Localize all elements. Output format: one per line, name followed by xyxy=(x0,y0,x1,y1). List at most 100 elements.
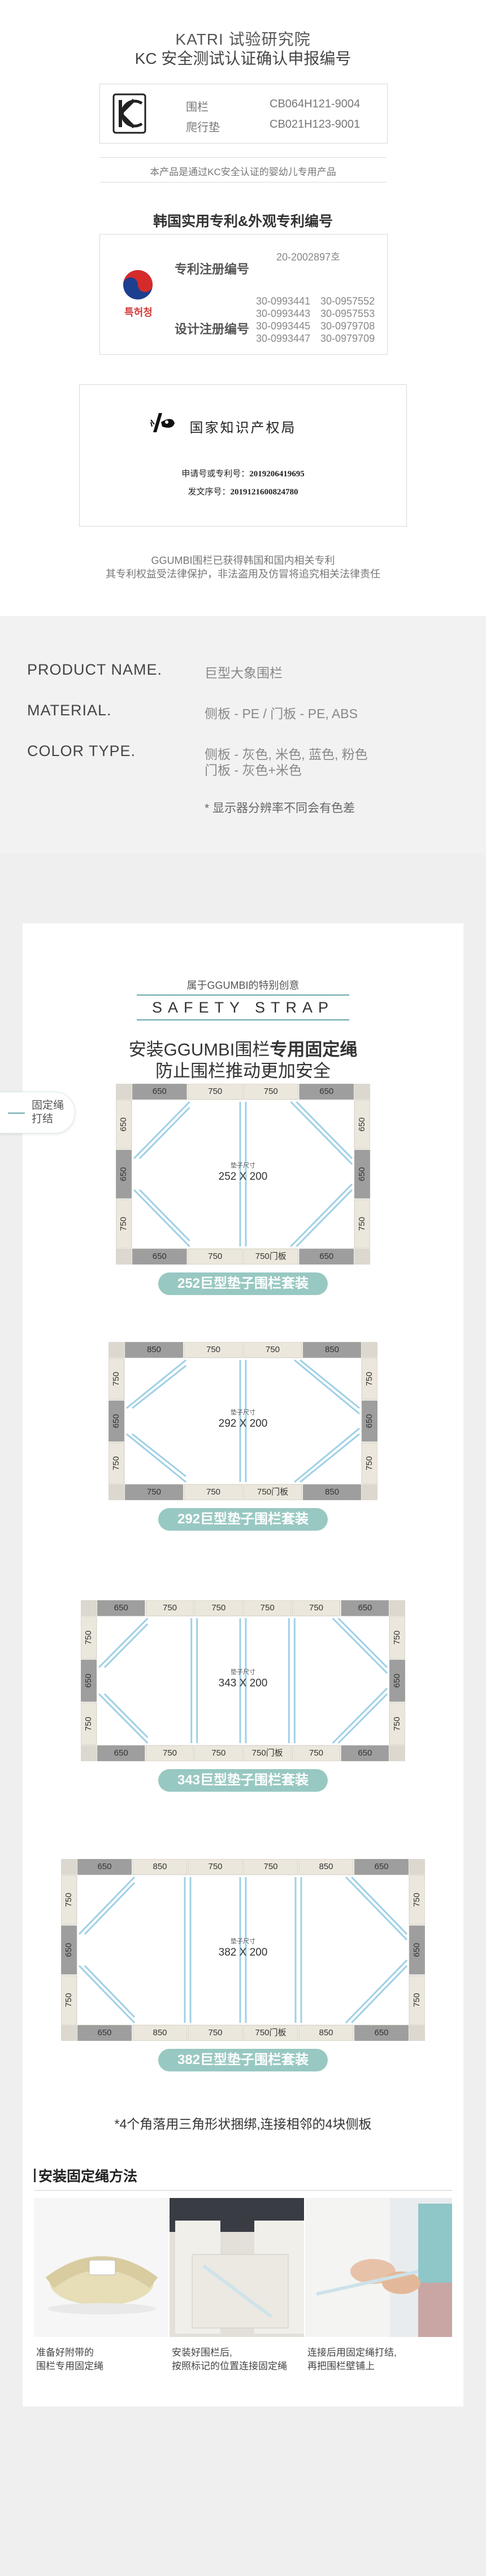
bottom-panel xyxy=(188,1248,243,1265)
kipo-taegeuk-icon xyxy=(123,270,153,299)
strap-diagonal xyxy=(84,1882,136,1935)
corner-block xyxy=(116,1084,132,1100)
step-caption-1: 准备好附带的围栏专用固定绳 xyxy=(36,2346,103,2373)
corner-block xyxy=(61,1859,77,1875)
panel-size-label: 750 xyxy=(263,1862,277,1871)
top-panel xyxy=(188,1083,243,1100)
strap-diagonal xyxy=(132,1433,186,1478)
mat-size-value: 343 X 200 xyxy=(219,1678,268,1689)
panel-size-label: 750 xyxy=(119,1217,128,1231)
bottom-panel xyxy=(298,2025,354,2041)
cn-application-value: 2019206419695 xyxy=(249,470,305,479)
panel-size-label: 850 xyxy=(153,1862,167,1871)
knot-tab-label: 固定绳打结 xyxy=(32,1099,64,1126)
strap-diagonal xyxy=(132,1365,186,1409)
strap-diagonal xyxy=(337,1617,388,1669)
safety-title: SAFETY STRAP xyxy=(137,994,349,1020)
strap-diagonal xyxy=(84,1965,136,2018)
strap-diagonal xyxy=(290,1183,353,1248)
top-panel xyxy=(124,1341,184,1358)
bottom-panel xyxy=(194,1745,243,1762)
corner-block xyxy=(389,1745,405,1761)
corner-block xyxy=(81,1600,97,1616)
safety-subtitle: 属于GGUMBI的特别创意 xyxy=(186,980,300,991)
knot-side-tab[interactable]: 固定绳打结 xyxy=(0,1092,75,1133)
left-panel xyxy=(60,1975,77,2025)
corner-block xyxy=(362,1484,377,1500)
set-name-pill: 252巨型垫子围栏套装 xyxy=(158,1272,328,1295)
top-panel xyxy=(292,1600,340,1617)
product-name-label: PRODUCT NAME. xyxy=(27,661,163,678)
panel-size-label: 750 xyxy=(266,1345,280,1354)
design-number: 30-0979708 xyxy=(320,320,375,332)
cn-application-label: 申请号或专利号： xyxy=(181,470,250,479)
strap-diagonal xyxy=(98,1617,149,1669)
design-number: 30-0993441 xyxy=(256,296,311,307)
panel-size-label: 650 xyxy=(358,1603,372,1613)
step-caption-line: 围栏专用固定绳 xyxy=(36,2361,103,2371)
strap-diagonal xyxy=(345,1876,408,1941)
step-caption-line: 连接后用固定绳打结, xyxy=(307,2347,397,2358)
top-panel xyxy=(298,1858,354,1875)
color-value-1: 侧板 - 灰色, 米色, 蓝色, 粉色 xyxy=(205,747,368,762)
top-panel xyxy=(341,1600,389,1617)
panel-size-label: 850 xyxy=(325,1487,339,1497)
strap-diagonal xyxy=(300,1433,360,1483)
bottom-panel xyxy=(184,1484,243,1501)
right-panel xyxy=(354,1100,371,1149)
panel-size-label: 750 xyxy=(208,1862,222,1871)
panel-size-label: 650 xyxy=(97,1862,111,1871)
design-number: 30-0993443 xyxy=(256,308,311,319)
kc-row-mat: 爬行垫 CB021H123-9001 xyxy=(186,118,360,134)
mat-size-value: 292 X 200 xyxy=(219,1418,268,1430)
panel-size-label: 750 xyxy=(163,1603,177,1613)
panel-size-label: 750门板 xyxy=(255,2027,286,2038)
set-name-pill: 343巨型垫子围栏套装 xyxy=(158,1769,328,1792)
color-disclaimer: * 显示器分辨率不同会有色差 xyxy=(205,802,355,815)
strap-diagonal xyxy=(133,1101,190,1159)
panel-size-label: 750 xyxy=(84,1631,93,1645)
left-panel xyxy=(80,1660,97,1702)
strap-diagonal xyxy=(78,1876,136,1935)
step-caption-2: 安装好围栏后,按照标记的位置连接固定绳 xyxy=(172,2346,287,2373)
strap-diagonal xyxy=(332,1617,388,1674)
kc-note: 本产品是通过KC安全认证的婴幼儿专用产品 xyxy=(150,167,336,177)
panel-size-label: 750 xyxy=(206,1487,220,1497)
strap-diagonal xyxy=(126,1359,186,1409)
panel-size-label: 750门板 xyxy=(257,1487,288,1497)
panel-size-label: 650 xyxy=(64,1943,73,1957)
panel-size-label: 650 xyxy=(153,1087,167,1096)
color-type-label: COLOR TYPE. xyxy=(27,742,136,759)
top-panel xyxy=(302,1341,362,1358)
corner-block xyxy=(354,1249,370,1265)
mat-size-value: 252 X 200 xyxy=(219,1171,268,1183)
patent-reg-value: 20-2002897호 xyxy=(276,251,340,263)
panel-size-label: 650 xyxy=(97,2028,111,2038)
set-name-pill: 382巨型垫子围栏套装 xyxy=(158,2049,328,2071)
cn-doc-label: 发文序号： xyxy=(188,488,231,497)
right-panel xyxy=(361,1358,378,1400)
material-value: 侧板 - PE / 门板 - PE, ABS xyxy=(205,706,358,721)
cn-patent-note-2: 其专利权益受法律保护，非法盗用及仿冒将追究相关法律责任 xyxy=(106,568,380,580)
panel-size-label: 650 xyxy=(319,1252,333,1261)
left-panel xyxy=(108,1358,125,1400)
howto-bar xyxy=(34,2169,36,2182)
strap-diagonal xyxy=(300,1359,360,1409)
bottom-panel xyxy=(302,1484,362,1501)
strap-diagonal xyxy=(332,1687,388,1744)
mat-size-caption: 垫子尺寸 xyxy=(231,1161,255,1169)
cnipa-logo-icon xyxy=(150,413,175,432)
material-label: MATERIAL. xyxy=(27,702,112,719)
panel-size-label: 750 xyxy=(264,1087,278,1096)
left-panel xyxy=(115,1199,132,1249)
top-panel xyxy=(132,1858,188,1875)
corner-block xyxy=(81,1745,97,1761)
panel-size-label: 850 xyxy=(319,1862,333,1871)
right-panel xyxy=(409,1875,426,1925)
safety-headline-1: 安装GGUMBI围栏专用固定绳 xyxy=(0,1035,486,1061)
top-panel xyxy=(243,1858,298,1875)
strap-diagonal xyxy=(138,1106,190,1159)
panel-size-label: 750 xyxy=(147,1487,161,1497)
panel-size-label: 750门板 xyxy=(252,1748,283,1758)
